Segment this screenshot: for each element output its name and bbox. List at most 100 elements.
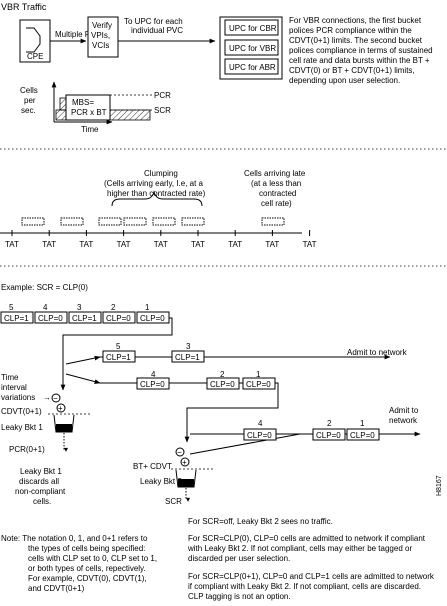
minus-glyph: − bbox=[53, 394, 58, 403]
pcr01-label: PCR(0+1) bbox=[9, 445, 45, 454]
svg-text:and CDVT(0+1): and CDVT(0+1) bbox=[28, 584, 85, 593]
svg-text:Cells arriving late: Cells arriving late bbox=[244, 169, 306, 178]
mbs-label-1: MBS= bbox=[72, 98, 94, 107]
svg-text:contracted: contracted bbox=[259, 189, 296, 198]
drip-glyph-2: ▾ bbox=[186, 495, 190, 504]
svg-text:CDVT(0) or BT + CDVT(0+1) limi: CDVT(0) or BT + CDVT(0+1) limits, bbox=[289, 66, 415, 75]
tat-label-8: TAT bbox=[265, 240, 279, 249]
cells-row bbox=[21, 217, 285, 226]
svg-text:2: 2 bbox=[111, 303, 116, 312]
svg-text:2: 2 bbox=[220, 370, 225, 379]
para-scr-off: For SCR=off, Leaky Bkt 2 sees no traffic… bbox=[188, 517, 333, 526]
cpe-device-icon bbox=[26, 27, 41, 53]
mbs-label-2: PCR x BT bbox=[71, 108, 107, 117]
bkt2-plus-node bbox=[180, 457, 190, 467]
scr-bucket-label: SCR bbox=[165, 497, 182, 506]
svg-text:polices compliance in terms of: polices compliance in terms of sustained bbox=[289, 46, 433, 55]
svg-text:CLP=0: CLP=0 bbox=[210, 380, 235, 389]
upc-cbr-box bbox=[224, 19, 279, 36]
verify-line-1: Verify bbox=[92, 21, 112, 30]
svg-text:with Leaky Bkt 2. If not comp: with Leaky Bkt 2. If not compliant, cell… bbox=[187, 544, 412, 553]
svg-text:polices PCR compliance within: polices PCR compliance within the bbox=[289, 26, 412, 35]
svg-text:cells with CLP set to 0, CLP s: cells with CLP set to 0, CLP set to 1, bbox=[28, 554, 157, 563]
mbs-box bbox=[65, 94, 111, 121]
svg-text:CLP=0: CLP=0 bbox=[106, 314, 131, 323]
bucket-1-fill bbox=[56, 424, 72, 432]
to-upc-line-1: To UPC for each bbox=[124, 17, 183, 26]
admit-label: Admit to network bbox=[347, 348, 408, 357]
upc-cbr-label: UPC for CBR bbox=[229, 24, 277, 33]
svg-text:1: 1 bbox=[256, 370, 261, 379]
ylabel-line-2: per bbox=[24, 96, 36, 105]
svg-text:For VBR connections, the first: For VBR connections, the first bucket bbox=[289, 16, 422, 25]
vbr-description: For VBR connections, the first bucket po… bbox=[289, 16, 433, 85]
svg-text:CLP=0: CLP=0 bbox=[140, 380, 165, 389]
svg-text:CLP=1: CLP=1 bbox=[72, 314, 97, 323]
tat-label-9: TAT bbox=[303, 240, 317, 249]
late-arrival-label: Cells arriving late (at a less than cont… bbox=[244, 169, 306, 208]
row4-cells: 4 CLP=0 2 CLP=0 1 CLP=0 bbox=[243, 419, 380, 441]
bt-cdvt-label: BT+ CDVT bbox=[133, 462, 172, 471]
verify-line-2: VPIs, bbox=[91, 31, 110, 40]
admit2-line-1: Admit to bbox=[389, 406, 419, 415]
svg-text:cell rate and data bursts with: cell rate and data bursts within the BT … bbox=[289, 56, 430, 65]
cpe-label: CPE bbox=[27, 52, 43, 61]
bkt2-label: Leaky Bkt 2 bbox=[140, 477, 182, 486]
scr-hatch-left bbox=[55, 109, 67, 121]
minus-glyph-2: − bbox=[177, 448, 182, 457]
row1-cells: 5 CLP=1 4 CLP=0 3 CLP=1 2 CLP=0 1 CLP=0 bbox=[0, 303, 170, 324]
cpe-box bbox=[19, 19, 51, 63]
ylabel-line-1: Cells bbox=[20, 86, 38, 95]
svg-text:CLP=0: CLP=0 bbox=[140, 314, 165, 323]
verify-line-3: VCIs bbox=[92, 41, 109, 50]
row1-flow-line bbox=[60, 317, 173, 391]
svg-text:discards all: discards all bbox=[19, 477, 59, 486]
svg-text:For example, CDVT(0), CDVT(1),: For example, CDVT(0), CDVT(1), bbox=[28, 574, 147, 583]
svg-text:Note: The notation 0, 1, and: Note: The notation 0, 1, and 0+1 refers … bbox=[1, 534, 148, 543]
plus-glyph: + bbox=[58, 404, 63, 413]
arriving-cell-1 bbox=[21, 217, 45, 226]
para-scr-clp0: For SCR=CLP(0), CLP=0 cells are admitted… bbox=[187, 534, 426, 563]
svg-text:(at a less than: (at a less than bbox=[251, 179, 301, 188]
svg-text:interval: interval bbox=[1, 383, 27, 392]
tat-label-4: TAT bbox=[117, 240, 131, 249]
svg-text:CLP=0: CLP=0 bbox=[38, 314, 63, 323]
plus-glyph-2: + bbox=[182, 458, 187, 467]
tat-label-6: TAT bbox=[191, 240, 205, 249]
bkt1-plus-node bbox=[56, 403, 66, 413]
upc-vbr-box bbox=[224, 39, 279, 56]
svg-text:CLP=1: CLP=1 bbox=[175, 353, 200, 362]
svg-text:Time: Time bbox=[1, 373, 19, 382]
arriving-cell-7 bbox=[261, 217, 285, 226]
scr-label: SCR bbox=[154, 106, 171, 115]
svg-text:3: 3 bbox=[186, 342, 191, 351]
bucket-2-fill bbox=[178, 479, 194, 487]
svg-text:(Cells arriving early, I.e, at: (Cells arriving early, I.e, at a bbox=[104, 179, 204, 188]
svg-text:CLP=1: CLP=1 bbox=[106, 353, 131, 362]
svg-text:CLP=0: CLP=0 bbox=[247, 431, 272, 440]
svg-text:For SCR=CLP(0+1), CLP=0 and CL: For SCR=CLP(0+1), CLP=0 and CLP=1 cells … bbox=[188, 572, 435, 581]
figure-id: H8167 bbox=[436, 475, 443, 496]
svg-text:or both types of cells, repect: or both types of cells, repectively. bbox=[28, 564, 146, 573]
bkt1-discard-text: Leaky Bkt 1 discards all non-compliant c… bbox=[15, 467, 66, 506]
vbr-title: VBR Traffic bbox=[1, 2, 47, 12]
clumping-brace bbox=[111, 190, 203, 207]
svg-text:higher than contracted rate): higher than contracted rate) bbox=[107, 189, 206, 198]
upc-abr-box bbox=[224, 58, 279, 75]
tat-label-3: TAT bbox=[79, 240, 93, 249]
svg-text:discarded per user selection.: discarded per user selection. bbox=[188, 554, 290, 563]
arrow-glyph: → bbox=[43, 393, 51, 402]
svg-text:depending upon user selection.: depending upon user selection. bbox=[289, 76, 400, 85]
svg-text:For SCR=CLP(0), CLP=0 cells ar: For SCR=CLP(0), CLP=0 cells are admitted… bbox=[188, 534, 426, 543]
tat-label-5: TAT bbox=[154, 240, 168, 249]
svg-text:1: 1 bbox=[360, 419, 365, 428]
para-scr-clp01: For SCR=CLP(0+1), CLP=0 and CLP=1 cells … bbox=[188, 572, 435, 601]
svg-text:1: 1 bbox=[145, 303, 150, 312]
row4-branch-arrow bbox=[189, 433, 301, 455]
row3-branch-arrow bbox=[65, 373, 101, 384]
graph-xlabel: Time bbox=[81, 125, 99, 134]
svg-text:5: 5 bbox=[9, 303, 14, 312]
svg-text:Leaky Bkt 1: Leaky Bkt 1 bbox=[20, 467, 62, 476]
svg-text:4: 4 bbox=[43, 303, 48, 312]
scr-hatch-left-up bbox=[59, 97, 67, 111]
